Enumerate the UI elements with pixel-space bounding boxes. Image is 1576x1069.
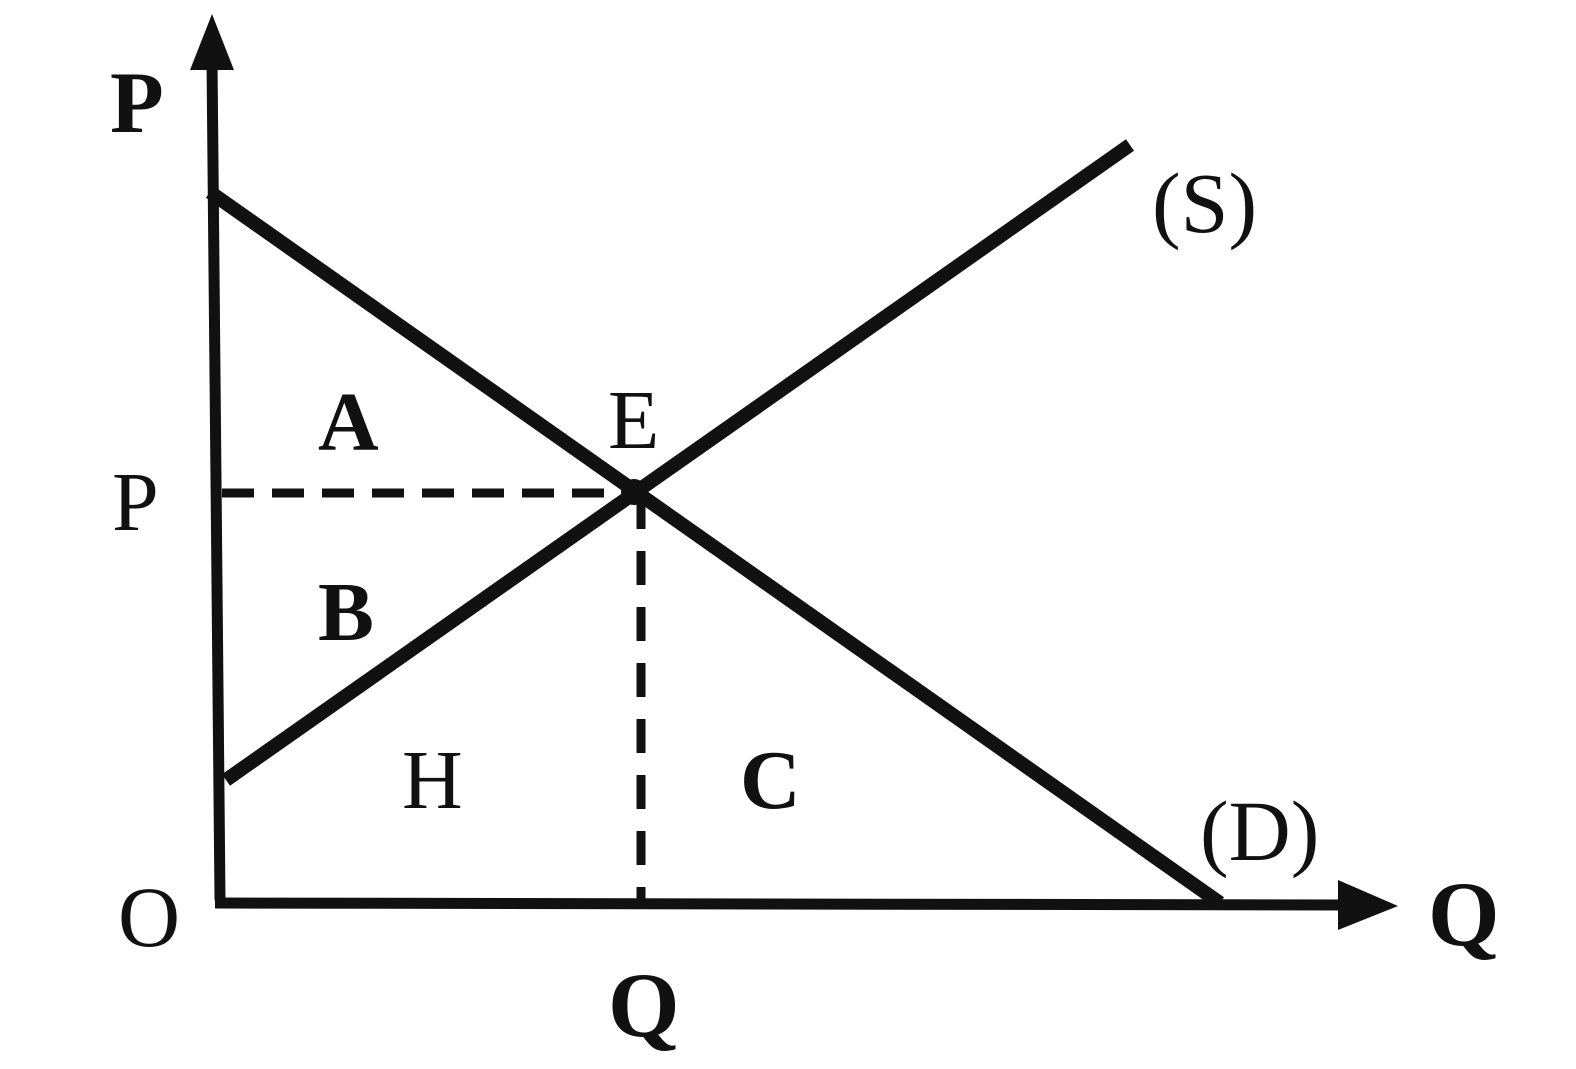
region-a-label: A bbox=[318, 376, 379, 469]
supply-line bbox=[221, 139, 1135, 786]
region-c-label: C bbox=[740, 734, 801, 827]
y-axis-arrowhead bbox=[190, 14, 234, 70]
y-axis-label: P bbox=[110, 55, 164, 152]
demand-label: (D) bbox=[1200, 783, 1319, 879]
origin-label: O bbox=[118, 869, 180, 965]
price-tick-label: P bbox=[112, 456, 159, 549]
x-axis-arrowhead bbox=[1338, 880, 1398, 930]
supply-label: (S) bbox=[1152, 155, 1257, 251]
region-h-label: H bbox=[402, 734, 463, 827]
x-axis-label: Q bbox=[1428, 863, 1500, 965]
demand-line bbox=[205, 186, 1225, 909]
equilibrium-label: E bbox=[608, 374, 659, 467]
quantity-tick-label: Q bbox=[608, 954, 680, 1056]
x-axis bbox=[214, 897, 1351, 911]
y-axis bbox=[206, 59, 226, 901]
region-b-label: B bbox=[318, 566, 374, 659]
equilibrium-point bbox=[621, 479, 647, 505]
